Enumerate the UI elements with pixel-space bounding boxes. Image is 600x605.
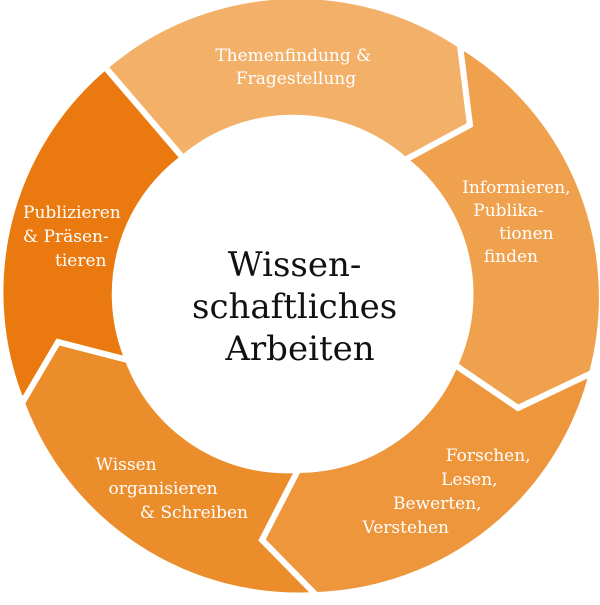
- label-wissen-line: Wissen: [96, 455, 157, 475]
- label-forschen-line: Lesen,: [441, 470, 498, 490]
- label-forschen-line: Verstehen: [362, 518, 450, 538]
- label-informieren-line: Publika-: [473, 201, 543, 221]
- label-informieren-line: finden: [484, 247, 538, 267]
- label-wissen-line: & Schreiben: [140, 503, 248, 523]
- center-title-line: schaftliches: [192, 287, 397, 327]
- label-forschen-line: Bewerten,: [393, 494, 482, 514]
- label-wissen-line: organisieren: [108, 479, 217, 499]
- label-themenfindung: Themenfindung & Fragestellung: [215, 46, 376, 89]
- label-informieren: Informieren, Publika- tionen finden: [462, 178, 576, 267]
- segment-forschen: [258, 360, 597, 599]
- segment-publizieren: [0, 62, 188, 410]
- label-informieren-line: Informieren,: [462, 178, 570, 198]
- label-forschen-line: Forschen,: [446, 446, 531, 466]
- center-title-line: Arbeiten: [224, 329, 374, 369]
- center-title: Wissen- schaftliches Arbeiten: [192, 245, 408, 369]
- label-forschen: Forschen, Lesen, Bewerten, Verstehen: [362, 446, 536, 538]
- label-publizieren-line: tieren: [55, 251, 107, 271]
- label-publizieren-line: Publizieren: [23, 203, 121, 223]
- label-wissen: Wissen organisieren & Schreiben: [96, 455, 249, 523]
- center-title-line: Wissen-: [228, 245, 362, 285]
- label-publizieren: Publizieren & Präsen- tieren: [23, 203, 126, 271]
- label-publizieren-line: & Präsen-: [23, 227, 109, 247]
- segment-wissen: [18, 338, 323, 599]
- label-themenfindung-line: Themenfindung &: [215, 46, 371, 66]
- label-themenfindung-line: Fragestellung: [236, 69, 356, 89]
- label-informieren-line: tionen: [499, 224, 554, 244]
